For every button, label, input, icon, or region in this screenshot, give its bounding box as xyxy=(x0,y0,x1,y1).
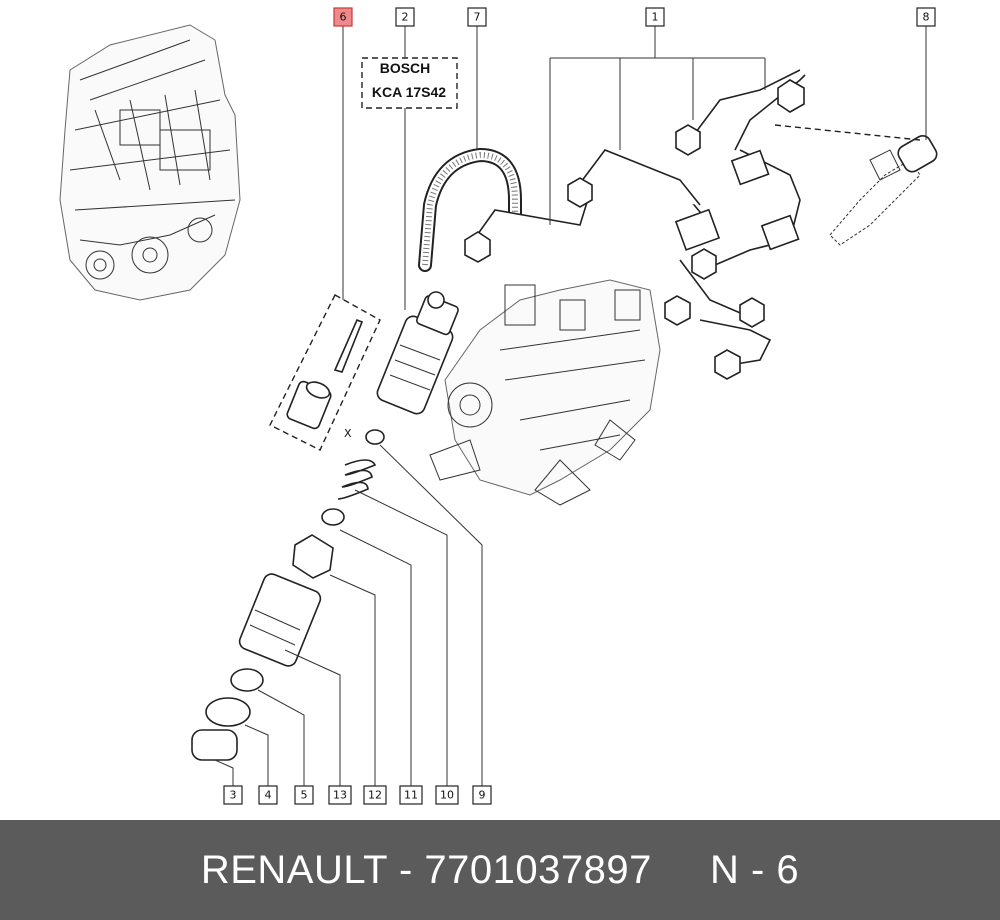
bosch-model-text: KCA 17S42 xyxy=(372,84,446,100)
callout-3: 3 xyxy=(223,785,243,805)
callout-11: 11 xyxy=(399,785,423,805)
brand-name: RENAULT xyxy=(200,847,388,892)
caption-gap xyxy=(652,848,710,892)
bosch-brand-text: BOSCH xyxy=(380,60,431,76)
callout-13: 13 xyxy=(328,785,352,805)
cut-mark-label: X xyxy=(344,427,352,440)
injector-remote xyxy=(774,124,938,246)
callout-12: 12 xyxy=(363,785,387,805)
bosch-label-box: BOSCH KCA 17S42 xyxy=(361,57,458,109)
part-number-footer: RENAULT - 7701037897 N - 6 xyxy=(0,820,1000,920)
svg-text:4: 4 xyxy=(265,789,272,802)
svg-text:12: 12 xyxy=(368,789,382,802)
callout-6: 6 xyxy=(333,7,353,27)
callout-4: 4 xyxy=(258,785,278,805)
callout-7: 7 xyxy=(467,7,487,27)
svg-text:8: 8 xyxy=(923,11,930,24)
svg-text:9: 9 xyxy=(479,789,486,802)
exploded-parts-diagram: X BOSCH KCA 17S42 6 2 7 1 xyxy=(59,7,938,805)
injector-pipe-set xyxy=(464,69,806,380)
callout-9: 9 xyxy=(472,785,492,805)
nozzle-kit-box xyxy=(269,294,381,451)
svg-text:10: 10 xyxy=(440,789,454,802)
svg-text:7: 7 xyxy=(474,11,481,24)
svg-text:13: 13 xyxy=(333,789,347,802)
callout-1: 1 xyxy=(645,7,665,27)
injection-pump xyxy=(429,279,661,506)
svg-text:2: 2 xyxy=(402,11,409,24)
callout-5: 5 xyxy=(294,785,314,805)
svg-text:1: 1 xyxy=(652,11,659,24)
part-number: 7701037897 xyxy=(424,847,652,892)
callout-2: 2 xyxy=(395,7,415,27)
diagram-note: N - 6 xyxy=(709,847,800,892)
injector-stack-parts: X xyxy=(191,427,385,761)
footer-caption: RENAULT - 7701037897 N - 6 xyxy=(201,848,799,893)
engine-thumbnail xyxy=(59,24,241,301)
brand-separator: - xyxy=(387,847,425,892)
callout-10: 10 xyxy=(435,785,459,805)
svg-text:3: 3 xyxy=(230,789,237,802)
callout-8: 8 xyxy=(916,7,936,27)
svg-text:5: 5 xyxy=(301,789,308,802)
svg-text:11: 11 xyxy=(404,789,418,802)
injector-assembly xyxy=(376,291,459,415)
leader-lines xyxy=(214,26,927,786)
svg-text:6: 6 xyxy=(340,11,347,24)
